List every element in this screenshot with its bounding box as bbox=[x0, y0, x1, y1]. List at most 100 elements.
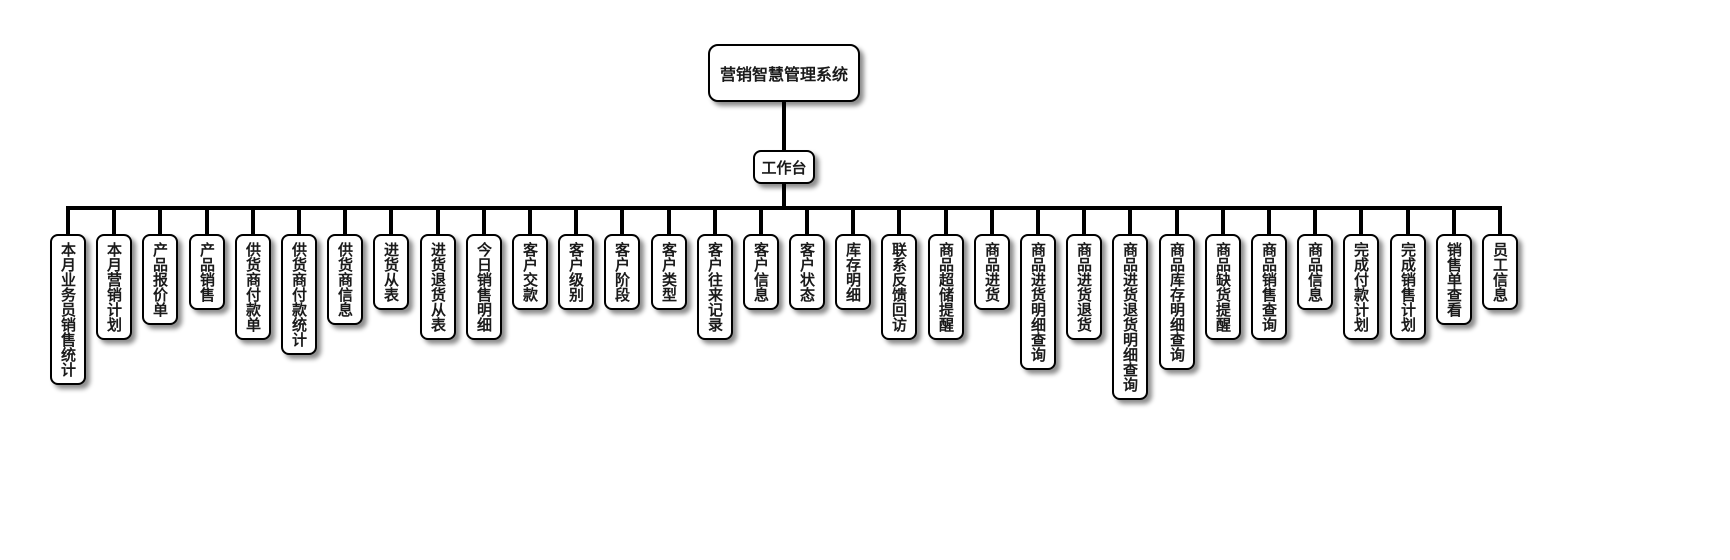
child-node[interactable]: 商品库存明细查询 bbox=[1159, 234, 1195, 370]
connector-to-child bbox=[1359, 206, 1363, 236]
child-node[interactable]: 客户信息 bbox=[743, 234, 779, 310]
child-node[interactable]: 商品进货 bbox=[974, 234, 1010, 310]
child-node-label: 供货商信息 bbox=[336, 242, 354, 317]
child-node-label: 客户阶段 bbox=[613, 242, 631, 302]
child-node[interactable]: 商品进货退货 bbox=[1066, 234, 1102, 340]
connector-to-child bbox=[574, 206, 578, 236]
child-node-label: 商品超储提醒 bbox=[937, 242, 955, 332]
connector-to-child bbox=[620, 206, 624, 236]
connector-to-child bbox=[1498, 206, 1502, 236]
child-node-label: 产品报价单 bbox=[151, 242, 169, 317]
child-node[interactable]: 商品进货退货明细查询 bbox=[1112, 234, 1148, 400]
child-node[interactable]: 客户类型 bbox=[651, 234, 687, 310]
child-node-label: 商品库存明细查询 bbox=[1168, 242, 1186, 362]
child-node[interactable]: 进货从表 bbox=[373, 234, 409, 310]
child-node-label: 进货从表 bbox=[382, 242, 400, 302]
child-node[interactable]: 联系反馈回访 bbox=[881, 234, 917, 340]
child-node-label: 商品进货退货 bbox=[1075, 242, 1093, 332]
connector-to-child bbox=[897, 206, 901, 236]
child-node-label: 商品进货退货明细查询 bbox=[1121, 242, 1139, 392]
child-node[interactable]: 供货商付款统计 bbox=[281, 234, 317, 355]
child-node[interactable]: 供货商付款单 bbox=[235, 234, 271, 340]
connector-middle-to-bus bbox=[782, 184, 786, 208]
connector-to-child bbox=[297, 206, 301, 236]
child-node[interactable]: 客户往来记录 bbox=[697, 234, 733, 340]
connector-to-child bbox=[1036, 206, 1040, 236]
connector-to-child bbox=[667, 206, 671, 236]
connector-to-child bbox=[1313, 206, 1317, 236]
connector-to-child bbox=[343, 206, 347, 236]
connector-to-child bbox=[1452, 206, 1456, 236]
child-node-label: 完成付款计划 bbox=[1352, 242, 1370, 332]
child-node-label: 进货退货从表 bbox=[429, 242, 447, 332]
child-node-label: 完成销售计划 bbox=[1399, 242, 1417, 332]
connector-to-child bbox=[759, 206, 763, 236]
connector-to-child bbox=[1267, 206, 1271, 236]
child-node-label: 客户交款 bbox=[521, 242, 539, 302]
child-node[interactable]: 销售单查看 bbox=[1436, 234, 1472, 325]
connector-to-child bbox=[66, 206, 70, 236]
child-node[interactable]: 客户级别 bbox=[558, 234, 594, 310]
child-node-label: 客户信息 bbox=[752, 242, 770, 302]
root-node-label: 营销智慧管理系统 bbox=[719, 65, 848, 84]
child-node-label: 联系反馈回访 bbox=[890, 242, 908, 332]
child-node-label: 客户级别 bbox=[567, 242, 585, 302]
child-node-label: 本月业务员销售统计 bbox=[59, 242, 77, 377]
child-node[interactable]: 客户阶段 bbox=[604, 234, 640, 310]
child-node-label: 商品进货明细查询 bbox=[1029, 242, 1047, 362]
child-node-label: 销售单查看 bbox=[1445, 242, 1463, 317]
child-node-label: 产品销售 bbox=[198, 242, 216, 302]
child-node-label: 商品信息 bbox=[1306, 242, 1324, 302]
connector-to-child bbox=[528, 206, 532, 236]
child-node-label: 客户类型 bbox=[660, 242, 678, 302]
child-node[interactable]: 完成付款计划 bbox=[1343, 234, 1379, 340]
child-node[interactable]: 今日销售明细 bbox=[466, 234, 502, 340]
connector-to-child bbox=[990, 206, 994, 236]
connector-to-child bbox=[389, 206, 393, 236]
child-node[interactable]: 产品销售 bbox=[189, 234, 225, 310]
connector-to-child bbox=[482, 206, 486, 236]
connector-to-child bbox=[1082, 206, 1086, 236]
child-node-label: 客户状态 bbox=[798, 242, 816, 302]
child-node[interactable]: 产品报价单 bbox=[142, 234, 178, 325]
connector-horizontal-bus bbox=[66, 206, 1502, 210]
workbench-node[interactable]: 工作台 bbox=[753, 150, 815, 184]
child-node-label: 库存明细 bbox=[844, 242, 862, 302]
child-node[interactable]: 库存明细 bbox=[835, 234, 871, 310]
child-node[interactable]: 商品超储提醒 bbox=[928, 234, 964, 340]
child-node[interactable]: 进货退货从表 bbox=[420, 234, 456, 340]
child-node[interactable]: 本月业务员销售统计 bbox=[50, 234, 86, 385]
child-node[interactable]: 商品进货明细查询 bbox=[1020, 234, 1056, 370]
child-node-label: 供货商付款单 bbox=[244, 242, 262, 332]
child-node[interactable]: 商品销售查询 bbox=[1251, 234, 1287, 340]
child-node-label: 商品进货 bbox=[983, 242, 1001, 302]
connector-to-child bbox=[713, 206, 717, 236]
connector-to-child bbox=[1128, 206, 1132, 236]
child-node[interactable]: 客户交款 bbox=[512, 234, 548, 310]
connector-to-child bbox=[1221, 206, 1225, 236]
child-node-label: 客户往来记录 bbox=[706, 242, 724, 332]
child-node-label: 商品缺货提醒 bbox=[1214, 242, 1232, 332]
connector-to-child bbox=[205, 206, 209, 236]
connector-to-child bbox=[805, 206, 809, 236]
connector-to-child bbox=[944, 206, 948, 236]
connector-to-child bbox=[1175, 206, 1179, 236]
connector-to-child bbox=[158, 206, 162, 236]
child-node[interactable]: 本月营销计划 bbox=[96, 234, 132, 340]
connector-to-child bbox=[1406, 206, 1410, 236]
child-node[interactable]: 客户状态 bbox=[789, 234, 825, 310]
root-node[interactable]: 营销智慧管理系统 bbox=[708, 44, 860, 102]
child-node[interactable]: 商品信息 bbox=[1297, 234, 1333, 310]
connector-to-child bbox=[112, 206, 116, 236]
child-node-label: 今日销售明细 bbox=[475, 242, 493, 332]
child-node[interactable]: 供货商信息 bbox=[327, 234, 363, 325]
connector-to-child bbox=[436, 206, 440, 236]
child-node[interactable]: 员工信息 bbox=[1482, 234, 1518, 310]
workbench-node-label: 工作台 bbox=[761, 158, 807, 177]
connector-to-child bbox=[251, 206, 255, 236]
child-node[interactable]: 完成销售计划 bbox=[1390, 234, 1426, 340]
child-node[interactable]: 商品缺货提醒 bbox=[1205, 234, 1241, 340]
connector-root-to-middle bbox=[782, 102, 786, 150]
connector-to-child bbox=[851, 206, 855, 236]
